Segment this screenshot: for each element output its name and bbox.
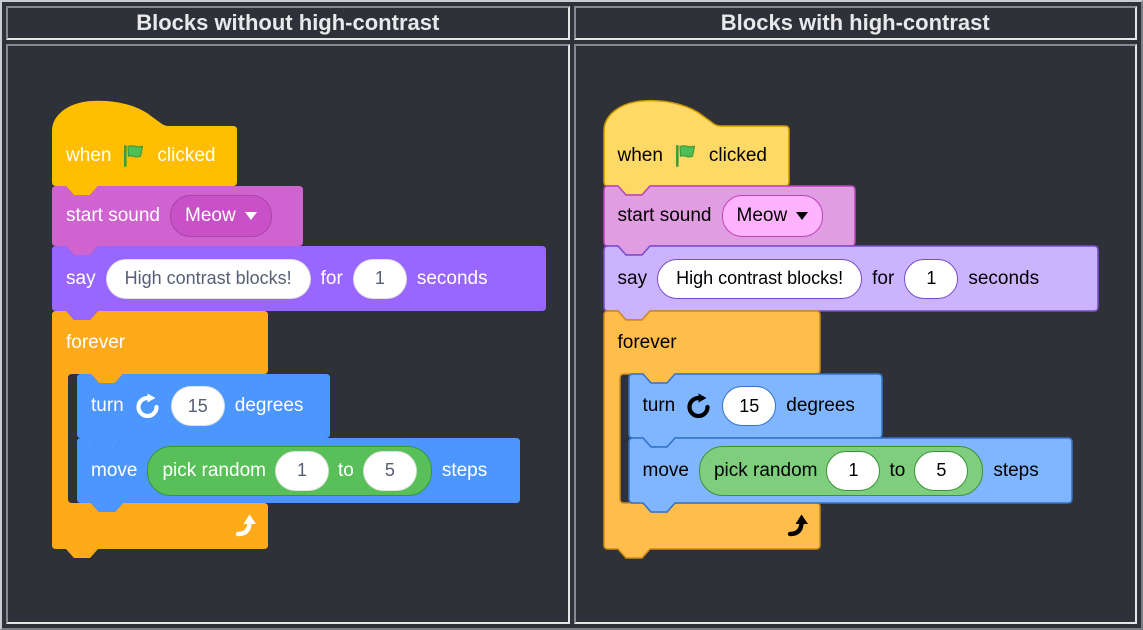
say-message-input[interactable]: High contrast blocks!	[657, 258, 863, 299]
pick-random-label: pick random	[162, 459, 266, 481]
say-duration-input[interactable]: 1	[352, 258, 407, 299]
when-label: when	[617, 145, 663, 166]
turn-degrees-block[interactable]: turn 15 degrees	[77, 374, 330, 447]
panel-normal-theme: when clicked start sound Meow	[6, 44, 570, 624]
script-high-contrast: when clicked start sound Meow	[602, 99, 1104, 571]
start-sound-label: start sound	[617, 205, 712, 226]
say-label: say	[66, 267, 96, 289]
pick-random-to-input[interactable]: 5	[362, 450, 417, 491]
when-flag-clicked-block[interactable]: when clicked	[52, 100, 237, 195]
rotate-clockwise-icon	[136, 393, 159, 418]
move-label: move	[91, 459, 138, 481]
clicked-label: clicked	[157, 145, 216, 166]
sound-dropdown[interactable]: Meow	[721, 195, 824, 237]
to-label: to	[889, 459, 906, 481]
pick-random-reporter[interactable]: pick random 1 to 5	[147, 445, 432, 496]
start-sound-block[interactable]: start sound Meow	[602, 185, 856, 256]
forever-label: forever	[617, 331, 677, 353]
forever-label: forever	[66, 331, 126, 353]
say-duration-input[interactable]: 1	[904, 258, 959, 299]
column-header-high-contrast: Blocks with high-contrast	[573, 6, 1137, 40]
clicked-label: clicked	[708, 145, 767, 166]
say-label: say	[617, 267, 648, 289]
degrees-label: degrees	[786, 395, 855, 416]
pick-random-from-input[interactable]: 1	[826, 450, 881, 491]
pick-random-from-input[interactable]: 1	[274, 450, 329, 491]
green-flag-icon	[675, 145, 696, 167]
say-for-seconds-block[interactable]: say High contrast blocks! for 1 seconds	[52, 246, 546, 320]
steps-label: steps	[441, 459, 488, 481]
script-normal: when clicked start sound Meow	[52, 100, 552, 571]
turn-degrees-input[interactable]: 15	[170, 386, 225, 426]
start-sound-block[interactable]: start sound Meow	[52, 186, 303, 255]
sound-dropdown[interactable]: Meow	[170, 195, 272, 237]
dropdown-caret-icon	[796, 212, 809, 220]
say-for-seconds-block[interactable]: say High contrast blocks! for 1 seconds	[602, 245, 1099, 321]
pick-random-label: pick random	[713, 459, 818, 481]
header-right-text: Blocks with high-contrast	[720, 10, 990, 35]
turn-degrees-block[interactable]: turn 15 degrees	[627, 373, 883, 448]
move-label: move	[642, 459, 689, 481]
turn-degrees-input[interactable]: 15	[722, 386, 777, 426]
say-message-input[interactable]: High contrast blocks!	[105, 258, 311, 299]
pick-random-to-input[interactable]: 5	[914, 450, 969, 491]
when-label: when	[66, 145, 112, 166]
seconds-label: seconds	[416, 267, 488, 289]
turn-label: turn	[642, 395, 676, 416]
degrees-label: degrees	[234, 395, 304, 416]
rotate-clockwise-icon	[687, 393, 710, 418]
move-steps-block[interactable]: move pick random 1 to 5 steps	[77, 438, 520, 512]
pick-random-reporter[interactable]: pick random 1 to 5	[698, 445, 984, 496]
seconds-label: seconds	[968, 267, 1040, 289]
when-flag-clicked-block[interactable]: when clicked	[602, 99, 790, 196]
header-left-text: Blocks without high-contrast	[136, 10, 440, 35]
sound-dropdown-value: Meow	[185, 205, 236, 226]
green-flag-icon	[124, 145, 144, 167]
forever-block[interactable]: forever	[602, 310, 821, 559]
turn-label: turn	[91, 395, 124, 416]
for-label: for	[320, 267, 343, 289]
dropdown-caret-icon	[244, 212, 257, 220]
forever-block[interactable]: forever	[52, 311, 268, 558]
start-sound-label: start sound	[66, 205, 160, 226]
sound-dropdown-value: Meow	[736, 205, 788, 226]
for-label: for	[872, 267, 895, 289]
loop-arrow-icon	[235, 514, 256, 537]
steps-label: steps	[993, 459, 1039, 481]
to-label: to	[337, 459, 354, 481]
panel-high-contrast: when clicked start sound Meow	[573, 44, 1137, 624]
loop-arrow-icon	[787, 514, 808, 537]
move-steps-block[interactable]: move pick random 1 to 5 steps	[627, 437, 1073, 513]
column-header-normal: Blocks without high-contrast	[6, 6, 570, 40]
